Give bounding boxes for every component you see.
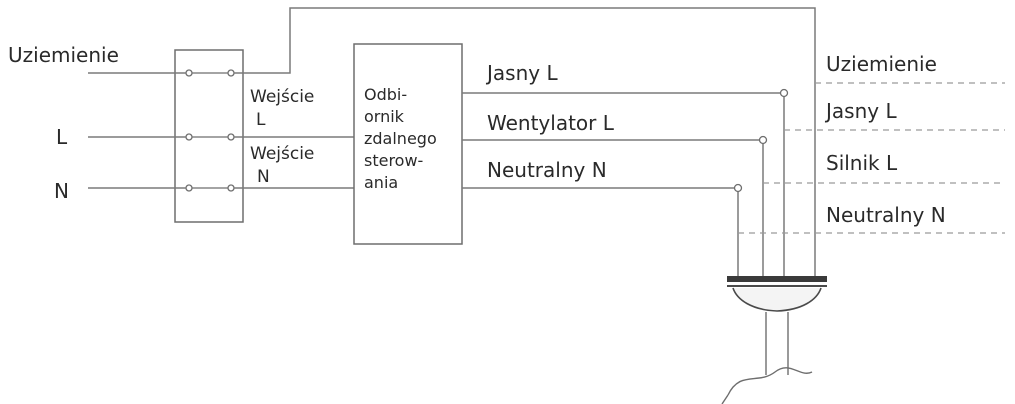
receiver-line-5: ania: [364, 173, 399, 192]
supply-wires: [88, 72, 186, 189]
output-neutral-label: Neutralny N: [487, 158, 607, 182]
terminal-contacts: [185, 69, 235, 192]
input-l-word: Wejście: [250, 87, 315, 107]
downrod: [721, 312, 813, 404]
receiver-line-4: sterow-: [364, 151, 424, 170]
supply-line-label: L: [56, 125, 68, 149]
junction-dots: [733, 88, 789, 193]
receiver-line-3: zdalnego: [364, 129, 437, 148]
supply-ground-label: Uziemienie: [8, 43, 119, 67]
terminal-block: [174, 49, 244, 223]
fixture-light-label: Jasny L: [826, 99, 897, 123]
fixture-dashed-leads: [738, 82, 1005, 234]
fixture-ground-label: Uziemienie: [826, 52, 937, 76]
input-l-letter: L: [256, 110, 266, 130]
receiver-line-2: ornik: [364, 107, 404, 126]
receiver-box: [353, 43, 463, 245]
input-n-word: Wejście: [250, 144, 315, 164]
receiver-label: Odbi- ornik zdalnego sterow- ania: [364, 84, 437, 194]
input-wires: [234, 136, 354, 189]
output-fan-label: Wentylator L: [487, 111, 614, 135]
fixture-canopy: [727, 276, 827, 312]
supply-neutral-label: N: [54, 179, 69, 203]
input-n-letter: N: [257, 167, 270, 187]
fixture-neutral-label: Neutralny N: [826, 203, 946, 227]
ground-wire: [234, 7, 816, 278]
receiver-line-1: Odbi-: [364, 85, 408, 104]
fixture-motor-label: Silnik L: [826, 151, 898, 175]
output-light-label: Jasny L: [487, 61, 558, 85]
